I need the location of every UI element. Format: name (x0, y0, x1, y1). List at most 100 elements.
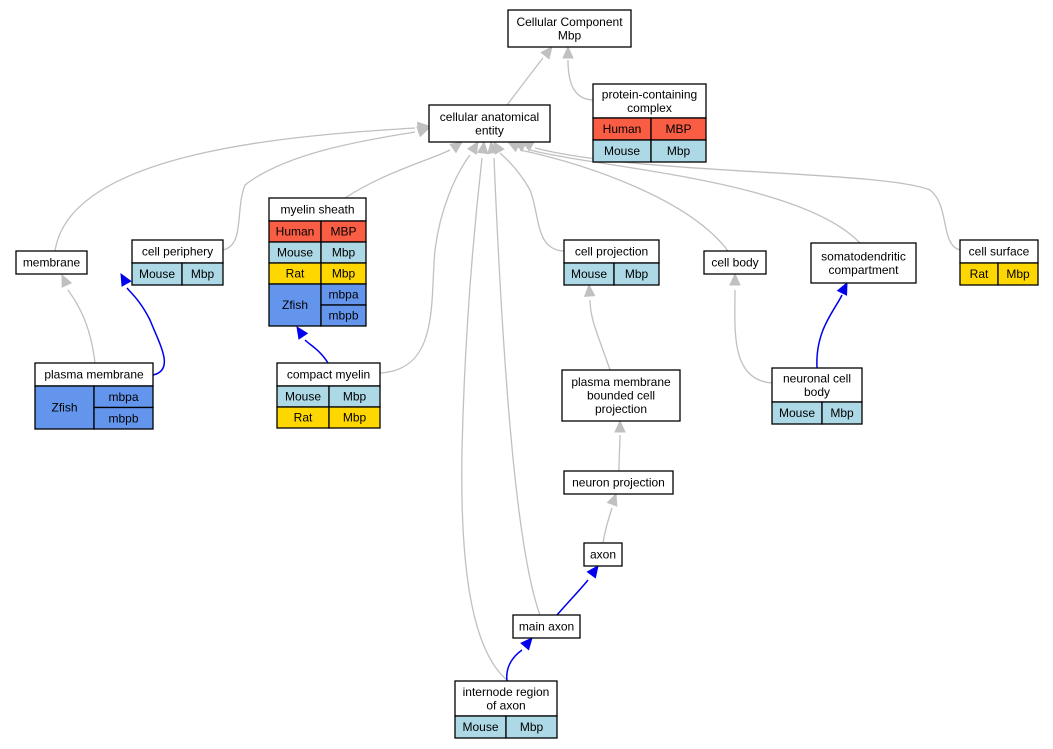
edge-mainaxon-cae (487, 140, 541, 616)
node-pcc-header (592, 83, 707, 119)
node-pcc-label: protein-containing (602, 87, 697, 101)
node-root-label: Cellular Component (516, 15, 623, 29)
node-cae-label: cellular anatomical (440, 110, 539, 124)
arrowhead (836, 281, 848, 296)
gene-label: Mbp (520, 720, 544, 734)
gene-label: Mbp (332, 267, 356, 281)
arrowhead (449, 141, 463, 154)
node-pmbcp-label: projection (595, 402, 647, 416)
edge-line (506, 649, 523, 682)
gene-label: Mbp (667, 144, 691, 158)
arrowhead (120, 272, 132, 287)
arrowhead (729, 272, 741, 286)
edge-cmyelin-cae (379, 140, 479, 374)
arrowhead (614, 419, 626, 433)
edge-cperiph-cae (222, 126, 431, 251)
species-label: Mouse (571, 267, 607, 281)
species-label: Mouse (779, 406, 815, 420)
edge-internode-mainaxon (506, 637, 533, 682)
node-internode-label: of axon (486, 698, 525, 712)
gene-label: mbpa (108, 390, 138, 404)
gene-cell (181, 262, 224, 286)
edge-line (734, 289, 773, 384)
species-label: Human (276, 225, 315, 239)
edge-membrane-cae (54, 121, 431, 252)
node-root-label: Mbp (558, 28, 582, 42)
edge-line (506, 57, 544, 106)
arrowhead (476, 140, 489, 155)
species-label: Mouse (604, 144, 640, 158)
species-label: Mouse (462, 720, 498, 734)
arrowhead (467, 140, 479, 155)
species-label: Zfish (51, 401, 77, 415)
arrowhead (583, 283, 596, 297)
gene-label: mbpb (108, 411, 138, 425)
arrowhead (520, 637, 533, 651)
gene-label: Mbp (191, 267, 215, 281)
node-somato-label: somatodendritic (821, 249, 906, 263)
edge-myelin-cae (344, 141, 463, 199)
edge-line (618, 434, 621, 472)
node-membrane[interactable]: membrane (15, 250, 88, 275)
gene-cell (997, 262, 1039, 286)
species-cell-zfish (268, 283, 322, 327)
gene-cell (821, 401, 863, 425)
node-nproj-label: neuron projection (572, 476, 665, 490)
edge-axon-nproj (602, 492, 618, 544)
node-cae-header (428, 104, 551, 143)
node-axon[interactable]: axon (583, 542, 623, 567)
node-nproj-header (563, 470, 674, 495)
edge-line (519, 149, 729, 252)
node-nproj[interactable]: neuron projection (563, 470, 674, 495)
edge-line (222, 131, 416, 251)
node-csurf-label: cell surface (969, 245, 1030, 259)
node-cbody[interactable]: cell body (703, 250, 767, 275)
node-mainaxon-header (512, 614, 581, 639)
node-pmbcp-label: plasma membrane (571, 375, 671, 389)
species-label: Mouse (277, 246, 313, 260)
gene-label: Mbp (830, 406, 854, 420)
arrowhead (540, 46, 553, 60)
gene-cell (320, 304, 367, 327)
edge-line (499, 152, 565, 252)
species-label: Rat (970, 267, 989, 281)
node-somato-label: compartment (828, 263, 899, 277)
edge-line (567, 59, 595, 101)
species-cell-zfish (34, 385, 95, 430)
node-axon-label: axon (590, 548, 616, 562)
node-cmyelin-label: compact myelin (287, 368, 370, 382)
arrowhead (493, 140, 505, 155)
species-label: Rat (294, 411, 313, 425)
edge-mainaxon-axon (556, 565, 599, 616)
species-label: Mouse (139, 267, 175, 281)
node-mainaxon[interactable]: main axon (512, 614, 581, 639)
gene-label: Mbp (332, 246, 356, 260)
gene-cell (613, 262, 660, 286)
edge-pcc-root (562, 45, 595, 101)
arrowhead (562, 45, 574, 59)
gene-cell (328, 406, 381, 429)
edge-cae-root (506, 46, 553, 106)
node-pmbcp-label: bounded cell (587, 389, 655, 403)
gene-label: MBP (330, 225, 356, 239)
node-cperiph-label: cell periphery (142, 245, 213, 259)
edge-line (344, 149, 451, 199)
edge-line (602, 507, 613, 544)
edge-line (304, 339, 329, 364)
edge-line (556, 579, 589, 616)
node-ncb-label: body (804, 385, 830, 399)
species-label: Zfish (282, 298, 308, 312)
